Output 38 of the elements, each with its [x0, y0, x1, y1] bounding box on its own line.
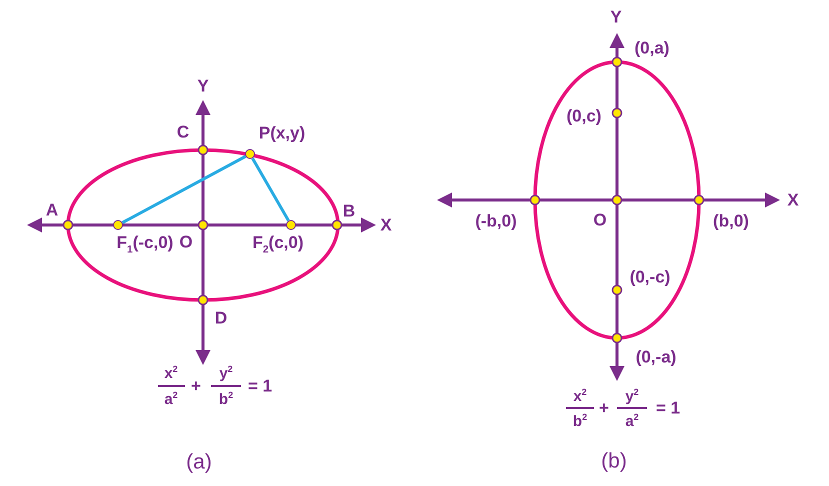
connector-line — [122, 155, 246, 224]
equation-term: a$^{2}$ — [625, 413, 639, 429]
equation-term: x$^{2}$ — [573, 388, 587, 404]
point-label: (0,a) — [634, 40, 670, 56]
equation-term: x$^{2}$ — [164, 365, 178, 381]
point-marker — [245, 149, 255, 159]
point-label: = 1 — [248, 378, 272, 394]
point-label: B — [342, 202, 356, 220]
point-label: (b,0) — [713, 212, 749, 230]
point-label: Y — [197, 78, 209, 94]
equation-term: b$^{2}$ — [572, 413, 588, 429]
point-label: + — [191, 378, 201, 394]
point-label: O — [179, 234, 193, 250]
point-label: O — [593, 212, 607, 228]
point-label: F$_{2}$(c,0) — [252, 234, 304, 256]
point-label: D — [214, 310, 228, 326]
point-label: X — [787, 192, 799, 208]
point-label: A — [46, 202, 58, 218]
point-label: + — [599, 400, 609, 416]
point-label: (0,-a) — [636, 348, 676, 366]
panel-caption: (b) — [601, 450, 627, 472]
point-label: = 1 — [656, 400, 680, 416]
point-label: (0,-c) — [630, 268, 670, 286]
equation-term: y$^{2}$ — [219, 365, 233, 381]
point-label: P(x,y) — [258, 124, 306, 142]
point-label: Y — [610, 8, 622, 26]
panel-caption: (a) — [186, 452, 212, 472]
equation-term: a$^{2}$ — [164, 391, 178, 407]
point-marker — [286, 220, 296, 230]
point-label: X — [380, 216, 392, 234]
point-label: (-b,0) — [475, 212, 517, 230]
point-label: (0,c) — [566, 108, 602, 124]
point-label: C — [176, 124, 190, 140]
point-label: F$_{1}$(-c,0) — [116, 234, 174, 256]
equation-term: b$^{2}$ — [218, 391, 234, 407]
equation-term: y$^{2}$ — [625, 388, 639, 404]
connector-line — [251, 158, 290, 222]
point-marker — [113, 220, 123, 230]
